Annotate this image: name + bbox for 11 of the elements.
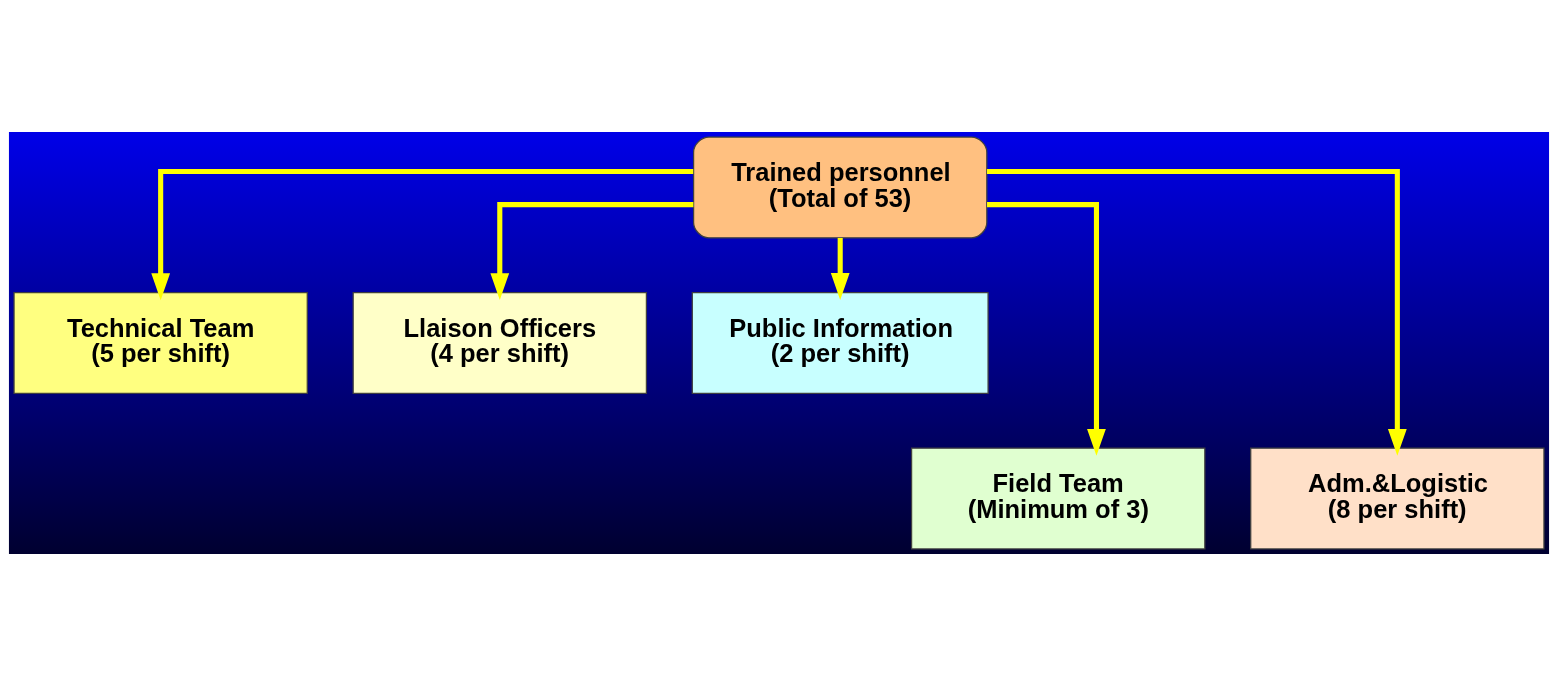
arrow (490, 202, 694, 300)
node-box: Technical Team (5 per shift) (13, 292, 308, 394)
node-box: Public Information (2 per shift) (691, 292, 989, 394)
node-box: Adm.&Logistic (8 per shift) (1250, 447, 1545, 550)
arrow (151, 168, 694, 301)
node-box: Field Team (Minimum of 3) (910, 447, 1206, 550)
node-box: Llaison Officers (4 per shift) (352, 292, 648, 394)
arrow (986, 168, 1407, 456)
node-box: Trained personnel (Total of 53) (692, 136, 988, 239)
arrow (987, 202, 1106, 456)
arrow (830, 237, 850, 300)
